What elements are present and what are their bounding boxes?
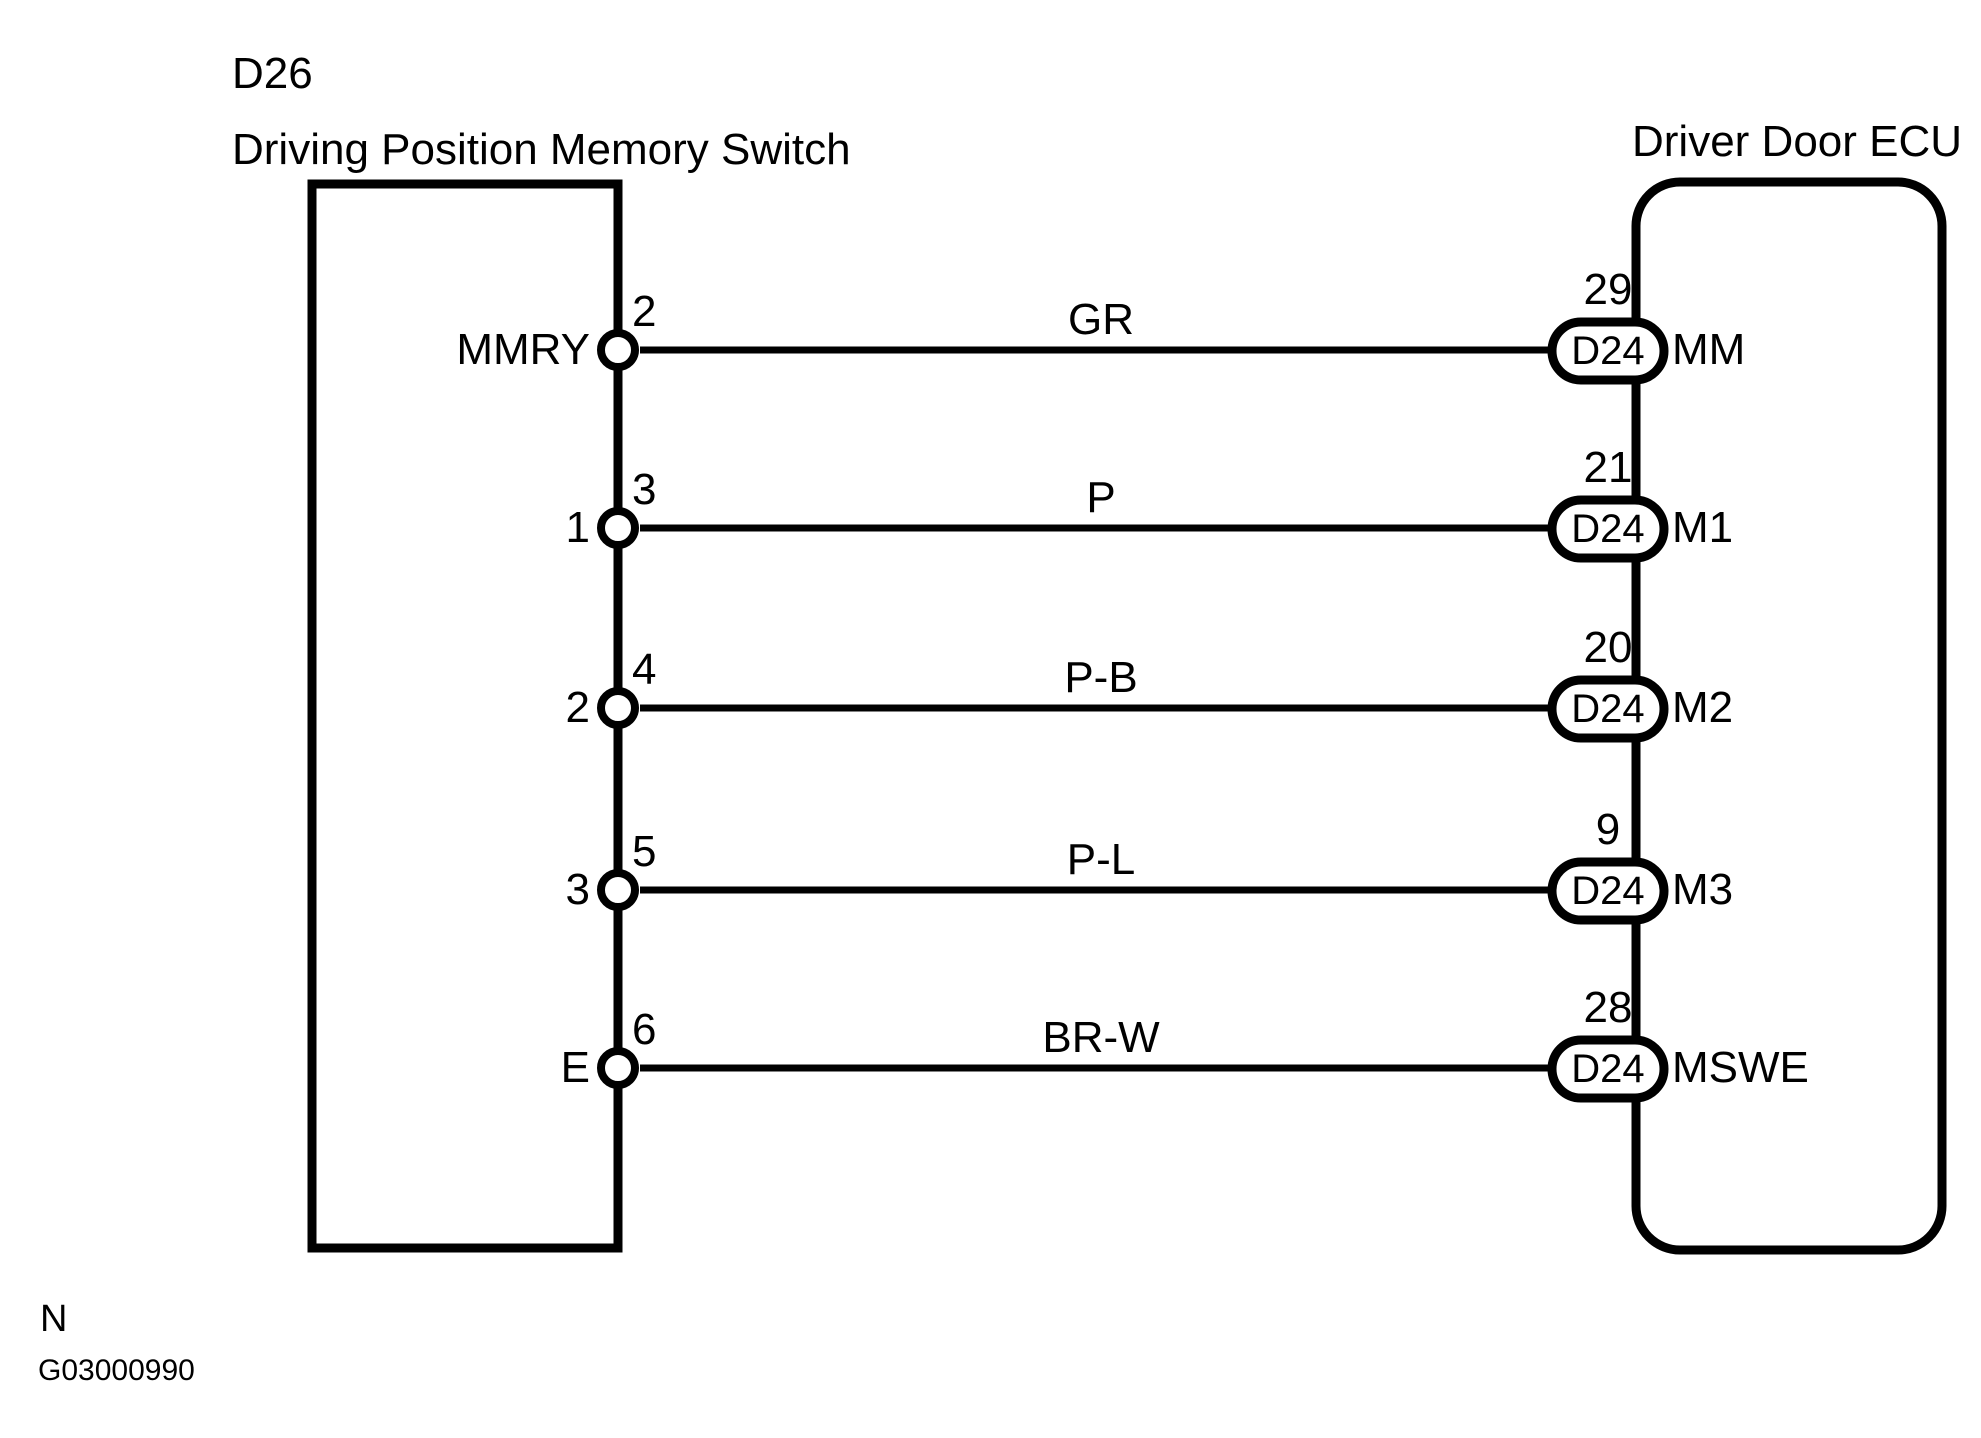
connector-badge-row-1 xyxy=(1547,317,1669,385)
connector-code-row-3: D24 xyxy=(1571,687,1645,731)
pin-circle-row-5 xyxy=(597,1047,639,1089)
left-component-name: Driving Position Memory Switch xyxy=(232,125,851,174)
wire-color-label-row-2: P xyxy=(1086,473,1116,522)
pin-circle-row-3 xyxy=(597,687,639,729)
connector-code-row-4: D24 xyxy=(1571,869,1645,913)
left-pin-label-row-5: E xyxy=(560,1043,590,1092)
left-pin-number-row-1: 2 xyxy=(632,287,657,336)
wire-color-label-row-1: GR xyxy=(1068,295,1134,344)
connector-pin-number-row-3: 20 xyxy=(1583,623,1633,672)
connector-pin-number-row-2: 21 xyxy=(1583,443,1633,492)
right-component-name: Driver Door ECU xyxy=(1632,117,1963,166)
connector-pin-number-row-5: 28 xyxy=(1583,983,1633,1032)
left-pin-number-row-2: 3 xyxy=(632,465,657,514)
left-pin-number-row-5: 6 xyxy=(632,1005,657,1054)
left-component-code: D26 xyxy=(232,49,313,98)
ecu-terminal-label-row-5: MSWE xyxy=(1672,1043,1809,1092)
left-pin-label-row-3: 2 xyxy=(565,683,590,732)
left-component-box xyxy=(307,179,623,1253)
footer-direction-marker: N xyxy=(40,1298,68,1340)
ecu-terminal-label-row-1: MM xyxy=(1672,325,1746,374)
wire-color-label-row-3: P-B xyxy=(1064,653,1138,702)
left-pin-number-row-4: 5 xyxy=(632,827,657,876)
connector-badge-row-5 xyxy=(1547,1035,1669,1103)
pin-circle-row-4 xyxy=(597,869,639,911)
left-pin-label-row-4: 3 xyxy=(565,865,590,914)
connector-code-row-5: D24 xyxy=(1571,1047,1645,1091)
connector-pin-number-row-4: 9 xyxy=(1595,805,1621,854)
pin-circle-row-1 xyxy=(597,329,639,371)
ecu-terminal-label-row-3: M2 xyxy=(1672,683,1734,732)
connector-badge-row-3 xyxy=(1547,675,1669,743)
connector-badge-row-2 xyxy=(1547,495,1669,563)
wire-color-label-row-5: BR-W xyxy=(1042,1013,1160,1062)
ecu-terminal-label-row-2: M1 xyxy=(1672,503,1734,552)
connector-badge-row-4 xyxy=(1547,857,1669,925)
left-pin-label-row-1: MMRY xyxy=(456,325,590,374)
pin-circle-row-2 xyxy=(597,507,639,549)
connector-pin-number-row-1: 29 xyxy=(1583,265,1633,314)
connector-code-row-2: D24 xyxy=(1571,507,1645,551)
footer-figure-code: G03000990 xyxy=(38,1354,195,1387)
wire-color-label-row-4: P-L xyxy=(1066,835,1136,884)
ecu-terminal-label-row-4: M3 xyxy=(1672,865,1734,914)
connector-code-row-1: D24 xyxy=(1571,329,1645,373)
left-pin-label-row-2: 1 xyxy=(565,503,590,552)
left-pin-number-row-3: 4 xyxy=(632,645,657,694)
